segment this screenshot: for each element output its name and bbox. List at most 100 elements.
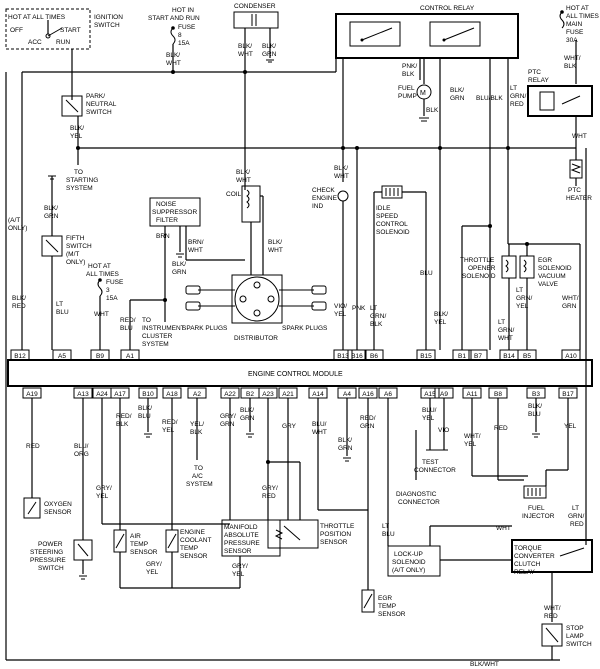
- temp-label: TEMP: [378, 603, 396, 610]
- throttle-label: THROTTLE: [320, 523, 355, 530]
- condenser: CONDENSER BLK/ WHT BLK/ GRN: [233, 3, 279, 63]
- wire-color-label: WHT: [188, 247, 203, 254]
- ecm-pin-box: [364, 349, 384, 361]
- fuse-3: HOT AT ALL TIMES FUSE 3 15A WHT: [86, 263, 124, 350]
- ecm-pin-label: A15: [424, 391, 436, 398]
- wire-color-label: BLK: [564, 63, 577, 70]
- ecm-pin-label: B5: [523, 353, 531, 360]
- to-label: TO: [194, 465, 203, 472]
- mt-label: (M/T: [66, 251, 79, 258]
- wire-color-label: RED/: [360, 415, 376, 422]
- position-label: POSITION: [320, 531, 351, 538]
- oxygen-label: OXYGEN: [44, 501, 72, 508]
- all-times-label: ALL TIMES: [566, 13, 600, 20]
- wire-color-label: YEL: [516, 303, 529, 310]
- injector-label: INJECTOR: [522, 513, 555, 520]
- wire-color-label: BLK/WHT: [470, 661, 499, 668]
- ecm-pin-label: B7: [474, 353, 482, 360]
- wire-color-label: WHT: [312, 429, 327, 436]
- main-fuse: HOT AT ALL TIMES MAIN FUSE 30A WHT/ BLK: [559, 5, 600, 70]
- wire-color-label: BLU: [420, 270, 433, 277]
- ecm-pin-label: A10: [565, 353, 577, 360]
- ecm-label: ENGINE CONTROL MODULE: [248, 371, 343, 378]
- all-times-label: ALL TIMES: [86, 271, 120, 278]
- check-label: CHECK: [312, 187, 335, 194]
- fuse-8: HOT IN START AND RUN FUSE 8 15A BLK/ WHT: [148, 7, 200, 67]
- wire-color-label: GRN: [450, 95, 465, 102]
- wire-color-label: GRN/: [510, 93, 526, 100]
- wire-color-label: GRY/: [220, 413, 236, 420]
- wire-color-label: YEL: [434, 319, 447, 326]
- ptc-relay: PTC RELAY WHT PTC HEATER: [527, 69, 593, 202]
- park-neutral-label-3: SWITCH: [86, 109, 112, 116]
- control-relay-label: CONTROL RELAY: [420, 5, 475, 12]
- park-neutral-label: PARK/: [86, 93, 105, 100]
- egr-label: EGR: [378, 595, 392, 602]
- wire-color-label: RED: [570, 521, 584, 528]
- system-label: SYSTEM: [142, 341, 169, 348]
- wire-color-label: BLK/: [262, 43, 276, 50]
- ecm-pin-label: A23: [262, 391, 274, 398]
- wire-color-label: WHT/: [464, 433, 481, 440]
- hot-at-all-times-label: HOT AT ALL TIMES: [8, 14, 66, 21]
- pressure-label: PRESSURE: [30, 557, 66, 564]
- wire-color-label: BLK: [402, 71, 415, 78]
- ecm-pin-label: A21: [282, 391, 294, 398]
- ptc-relay-label-2: RELAY: [528, 77, 549, 84]
- fuse-label: FUSE: [566, 29, 584, 36]
- wire-color-label: WHT: [94, 311, 109, 318]
- temp-label: TEMP: [180, 545, 198, 552]
- wire-color-label: GRY/: [262, 485, 278, 492]
- wire-color-label: LT: [516, 287, 523, 294]
- filter-label: FILTER: [156, 217, 178, 224]
- ecm-pin-label: B16: [351, 353, 363, 360]
- ecm-pin-label: B2: [246, 391, 254, 398]
- ecm-pin-box: [90, 349, 110, 361]
- at-only-label-2: ONLY): [8, 225, 27, 232]
- ecm-pin-label: A11: [466, 391, 477, 398]
- wire-color-label: BLK/: [240, 407, 254, 414]
- absolute-label: ABSOLUTE: [224, 532, 259, 539]
- solenoid-label: SOLENOID: [376, 229, 410, 236]
- wire-color-label: LT: [370, 305, 377, 312]
- fuel-pump: PNK/ BLK FUEL PUMP M BLK: [398, 58, 439, 122]
- wire-color-label: BLU: [56, 309, 69, 316]
- wire-color-label: BLK/: [434, 311, 448, 318]
- park-neutral-switch: PARK/ NEUTRAL SWITCH BLK/ YEL: [61, 93, 117, 165]
- fifth-switch: BLK/ GRN FIFTH SWITCH (M/T ONLY) (A/T ON…: [8, 175, 92, 350]
- wire-color-label: BLK: [370, 321, 383, 328]
- test-label: TEST: [422, 459, 439, 466]
- wire-color-label: BLK/: [138, 405, 152, 412]
- condenser-label: CONDENSER: [234, 3, 276, 10]
- wire-color-label: YEL: [70, 133, 83, 140]
- wire-color-label: BLK/: [268, 239, 282, 246]
- hot-at-label: HOT AT: [88, 263, 111, 270]
- manifold-label: MANIFOLD: [224, 524, 258, 531]
- wire-color-label: BLU/BLK: [476, 95, 503, 102]
- to-label: TO: [142, 317, 151, 324]
- wire-color-label: GRY/: [146, 561, 162, 568]
- lamp-label: LAMP: [566, 633, 584, 640]
- top-wires: [21, 28, 577, 350]
- ecm-pin-label: B3: [532, 391, 540, 398]
- wire-color-label: BLU: [138, 413, 151, 420]
- wire-color-label: PNK/: [402, 63, 417, 70]
- ecm-pin-label: A17: [114, 391, 126, 398]
- coolant-label: COOLANT: [180, 537, 211, 544]
- control-relay-wires: BLK/ GRN BLU/BLK LT GRN/ RED: [450, 85, 526, 108]
- wire-color-label: LT: [572, 505, 579, 512]
- wire-color-label: YEL/: [190, 421, 204, 428]
- ptc-relay-label: PTC: [528, 69, 541, 76]
- wire-color-label: RED: [494, 425, 508, 432]
- wire-color-label: RED: [544, 613, 558, 620]
- ignition-switch-label-2: SWITCH: [94, 22, 120, 29]
- egr-solenoid-label-3: VACUUM: [538, 273, 566, 280]
- wire-color-label: GRN: [562, 303, 577, 310]
- ecm-pin-label: B10: [142, 391, 154, 398]
- wire-color-label: RED/: [116, 413, 132, 420]
- relay-label: RELAY: [514, 569, 535, 576]
- control-relay: CONTROL RELAY: [335, 5, 519, 59]
- converter-label: CONVERTER: [514, 553, 555, 560]
